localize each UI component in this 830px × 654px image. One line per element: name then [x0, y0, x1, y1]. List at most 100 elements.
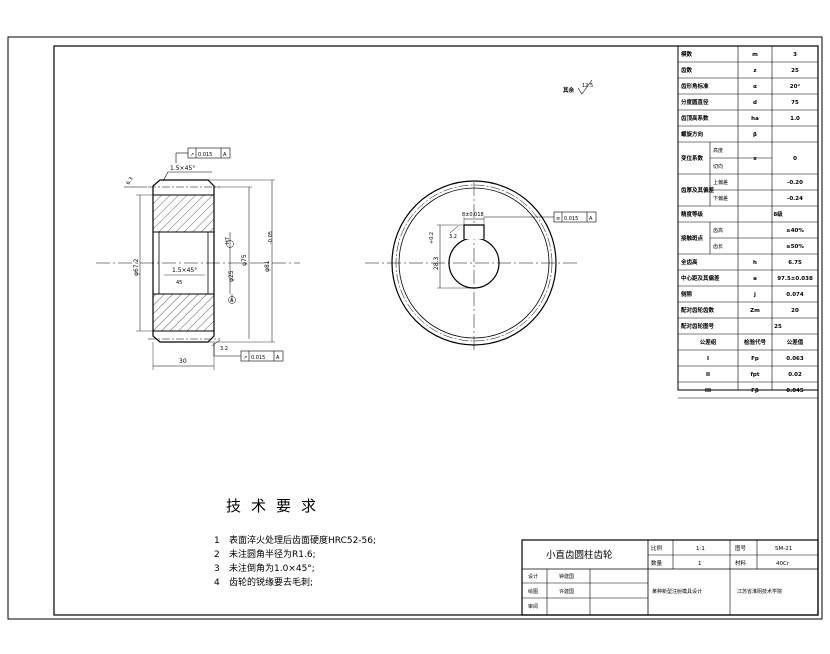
tol-frame-3: ≡ 0.015 A [484, 211, 597, 223]
param-name: 配对齿轮图号 [681, 322, 715, 330]
param-name: 变位系数 [681, 154, 704, 162]
param-symbol: x [753, 156, 757, 162]
svg-text:φ67.2: φ67.2 [133, 259, 140, 277]
param-name: 全齿高 [680, 258, 698, 266]
svg-text:↗: ↗ [243, 355, 247, 361]
tip-circle [391, 180, 557, 346]
param-value: 0.074 [786, 292, 804, 298]
svg-text:其余: 其余 [563, 86, 575, 94]
svg-text:6.3: 6.3 [126, 176, 135, 186]
root-circle [398, 187, 550, 339]
param-symbol: Zm [750, 308, 760, 314]
svg-text:钟建国: 钟建国 [559, 573, 574, 580]
req-text-1: 表面淬火处理后齿面硬度HRC52-56; [229, 534, 376, 546]
svg-text:A: A [230, 298, 234, 304]
keyway [463, 224, 485, 239]
requirements-title: 技术要求 [226, 497, 326, 515]
svg-text:设计: 设计 [528, 573, 538, 580]
svg-text:8±0.018: 8±0.018 [462, 212, 484, 218]
param-symbol: z [753, 68, 756, 74]
param-value: 25 [791, 68, 799, 74]
param-value: 20 [791, 308, 799, 314]
outer-frame [7, 36, 823, 620]
svg-text:许建国: 许建国 [559, 588, 574, 595]
svg-text:1.5×45°: 1.5×45° [172, 267, 197, 274]
svg-text:↗: ↗ [190, 152, 194, 158]
tol-group: II [706, 372, 710, 378]
svg-text:45: 45 [176, 280, 182, 286]
param-name: 齿数 [681, 66, 693, 74]
param-sub: 齿高 [713, 227, 723, 234]
param-name: 齿顶高系数 [681, 114, 709, 122]
pitch-circle [395, 184, 553, 342]
svg-text:-0.05: -0.05 [268, 231, 274, 244]
svg-text:12.5: 12.5 [582, 83, 593, 89]
param-value: -0.20 [787, 180, 803, 186]
param-value: -0.24 [787, 196, 803, 202]
req-num-4: 4 [214, 578, 220, 588]
svg-text:3.2: 3.2 [449, 234, 457, 240]
roughness-note: 其余 12.5 [563, 79, 593, 95]
svg-text:28.3: 28.3 [433, 256, 440, 270]
tol-group: III [705, 388, 711, 394]
tol-value: 0.02 [788, 372, 802, 378]
part-name: 小直齿圆柱齿轮 [546, 549, 613, 561]
param-value: ≥40% [786, 228, 804, 234]
svg-text:审阅: 审阅 [528, 603, 538, 610]
section-view: 1.5×45° ↗ 0.015 A 6.3 φ67.2 1.5×45° 45 φ… [96, 147, 300, 370]
svg-text:A: A [589, 216, 593, 222]
svg-text:0.015: 0.015 [564, 216, 578, 222]
param-name: 中心距及其偏差 [681, 274, 720, 282]
svg-text:40Cr: 40Cr [776, 561, 790, 567]
tol-header: 公差组 [700, 338, 717, 346]
param-name: 精度等级 [681, 210, 704, 218]
svg-text:H7: H7 [225, 237, 231, 244]
param-symbol: m [752, 52, 758, 58]
param-value: 20° [790, 84, 801, 90]
tol-value: 0.063 [786, 356, 804, 362]
svg-text:0.015: 0.015 [251, 355, 265, 361]
side-view: 8±0.018 28.3 +0.2 3.2 ≡ 0.015 A [365, 180, 597, 352]
param-name: 齿形角标准 [681, 82, 709, 90]
param-value: 1.0 [790, 116, 800, 122]
param-name: 螺旋方向 [681, 130, 704, 138]
param-value: 25 [774, 324, 782, 330]
req-num-3: 3 [214, 564, 220, 574]
param-symbol: a [753, 276, 757, 282]
req-text-4: 齿轮的锐缘要去毛刺; [229, 576, 313, 588]
req-num-1: 1 [214, 536, 220, 546]
tol-code: Fβ [751, 388, 759, 394]
svg-text:+0.2: +0.2 [429, 232, 435, 244]
param-sub: 齿长 [713, 243, 723, 250]
svg-text:A: A [276, 355, 280, 361]
tol-code: fpt [751, 372, 760, 378]
param-name: 模数 [681, 50, 693, 58]
svg-text:30: 30 [179, 358, 187, 365]
svg-text:φ81: φ81 [264, 260, 271, 272]
param-name: 接触斑点 [681, 234, 704, 242]
param-value: 75 [791, 100, 799, 106]
svg-text:3.2: 3.2 [220, 346, 228, 352]
svg-text:A: A [223, 152, 227, 158]
req-text-3: 未注倒角为1.0×45°; [229, 562, 315, 574]
param-value: 0 [793, 156, 797, 162]
svg-text:φ75: φ75 [241, 254, 248, 266]
param-symbol: d [753, 100, 757, 106]
param-symbol: h [753, 260, 757, 266]
tol-header: 公差值 [787, 338, 804, 346]
param-name: 侧隙 [681, 290, 693, 298]
param-value: 6.75 [788, 260, 802, 266]
svg-text:江苏省淮阴技术学院: 江苏省淮阴技术学院 [737, 588, 782, 595]
chamfer-label: 1.5×45° [170, 165, 195, 172]
tol-code: Fp [751, 356, 759, 362]
param-symbol: α [753, 84, 757, 90]
svg-text:≡: ≡ [556, 216, 560, 222]
tol-frame-1: ↗ 0.015 A [175, 147, 231, 163]
param-sub: 切向 [713, 163, 723, 170]
param-symbol: ha [751, 116, 759, 122]
svg-text:比例: 比例 [651, 544, 663, 552]
svg-text:1: 1 [698, 561, 702, 567]
param-value: ≥50% [786, 244, 804, 250]
